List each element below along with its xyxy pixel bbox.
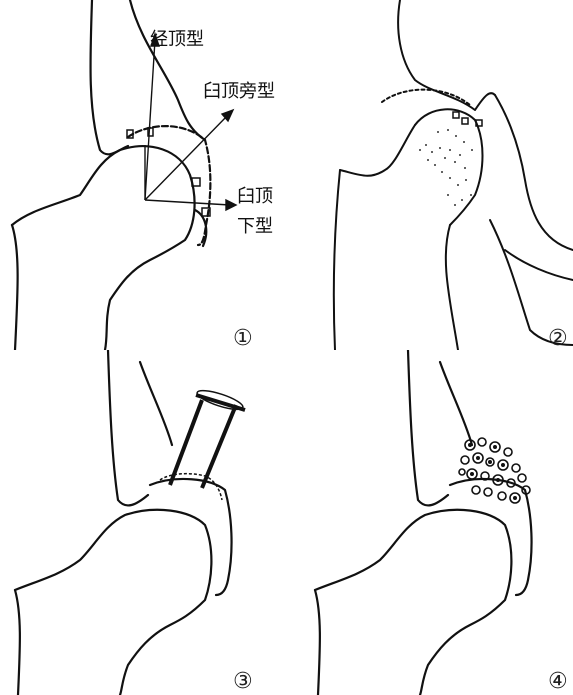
femur-lower-outline (15, 590, 20, 695)
femur-outline (315, 510, 511, 695)
panel-2: ② (290, 0, 573, 350)
acetabular-outline (440, 362, 472, 445)
panel-1-drawing (0, 0, 290, 350)
panel-4-drawing (290, 350, 573, 695)
femur-shaft-left (334, 170, 340, 350)
panel-3: ③ (0, 350, 290, 695)
panel-number-2: ② (548, 328, 568, 350)
femur-lower-outline (12, 225, 18, 350)
panel-number-4: ④ (548, 671, 568, 693)
panel-2-drawing (290, 0, 573, 350)
ilium-outline (108, 350, 148, 505)
acetabular-outline (140, 362, 172, 445)
ilium-outline (90, 0, 128, 154)
acetabular-rim (150, 479, 232, 595)
bone-graft-instrument (170, 387, 245, 488)
femur-outline (15, 510, 211, 695)
panel-1: 经顶型 臼顶旁型 臼顶 下型 ① (0, 0, 290, 350)
femoral-head (415, 109, 483, 225)
ilium-outline (408, 350, 448, 505)
label-infra-acetabular-type-line1: 臼顶 (237, 188, 273, 206)
label-supra-acetabular-side-type: 臼顶旁型 (203, 83, 275, 101)
pelvis-right-outline (495, 95, 573, 250)
acetabular-arc (382, 90, 470, 105)
femur-lower-outline (315, 590, 320, 695)
panel-4: ④ (290, 350, 573, 695)
panel-number-1: ① (233, 328, 253, 350)
panel-number-3: ③ (233, 671, 253, 693)
acetabular-outline (130, 0, 205, 140)
panel-3-drawing (0, 350, 290, 695)
label-infra-acetabular-type-line2: 下型 (237, 218, 273, 236)
femur-neck-shaft (340, 125, 415, 176)
femur-shaft-right (446, 225, 458, 350)
stipple-area (419, 129, 473, 206)
label-transverse-type: 经顶型 (150, 31, 204, 49)
ischium-inner (505, 250, 573, 280)
